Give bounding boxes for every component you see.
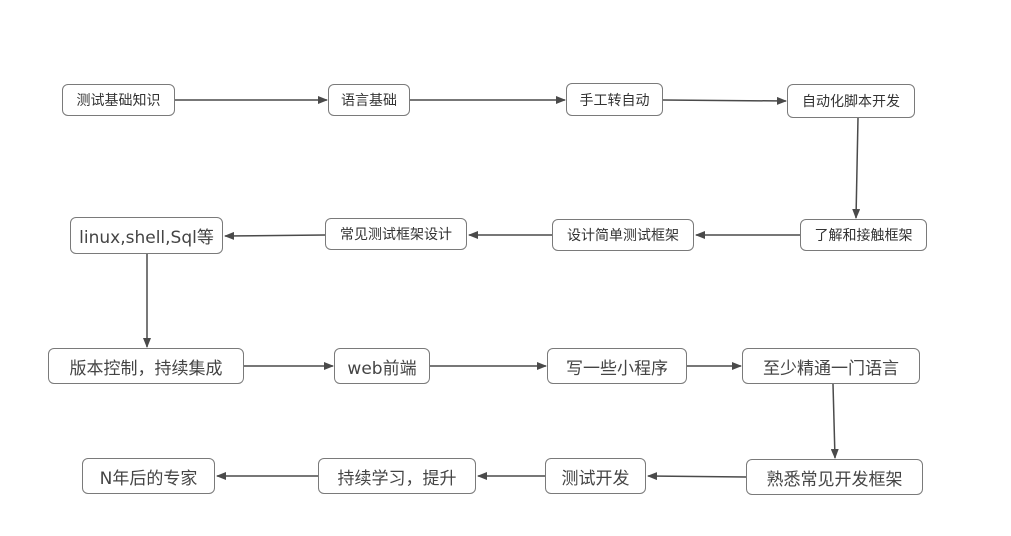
node-n4: 自动化脚本开发 [787, 84, 915, 118]
arrow-n12-n13 [830, 383, 839, 459]
node-n14: 测试开发 [545, 458, 646, 494]
node-n9: 版本控制，持续集成 [48, 348, 244, 384]
node-n11: 写一些小程序 [547, 348, 687, 384]
node-n8: linux,shell,Sql等 [70, 217, 223, 254]
node-n16: N年后的专家 [82, 458, 215, 494]
arrow-n13-n14 [647, 472, 747, 481]
arrow-n7-n8 [224, 231, 326, 240]
arrow-n4-n5 [852, 117, 861, 219]
node-n5: 了解和接触框架 [800, 219, 927, 251]
node-n3: 手工转自动 [566, 83, 663, 116]
node-n6: 设计简单测试框架 [552, 219, 694, 251]
node-n10: web前端 [334, 348, 430, 384]
node-n13: 熟悉常见开发框架 [746, 459, 923, 495]
node-n7: 常见测试框架设计 [325, 218, 467, 250]
node-n2: 语言基础 [328, 84, 410, 116]
arrow-n3-n4 [662, 96, 787, 105]
node-n15: 持续学习，提升 [318, 458, 476, 494]
node-n1: 测试基础知识 [62, 84, 175, 116]
node-n12: 至少精通一门语言 [742, 348, 920, 384]
